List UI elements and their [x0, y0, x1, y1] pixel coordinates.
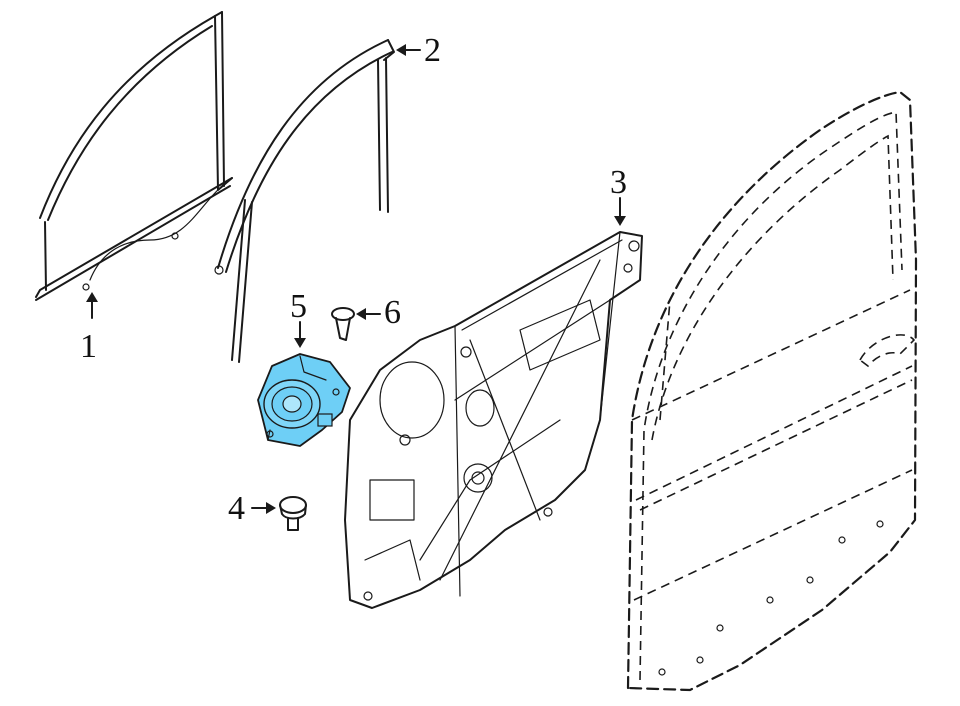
callout-4: 4 — [228, 490, 245, 527]
arrow-1 — [86, 292, 98, 319]
run-channel-part — [214, 39, 395, 363]
callout-5: 5 — [290, 288, 307, 325]
door-glass-part — [35, 11, 233, 301]
window-regulator-panel-part — [344, 231, 643, 609]
callout-3: 3 — [610, 164, 627, 201]
callout-6: 6 — [384, 294, 401, 331]
window-motor-part — [257, 353, 351, 447]
arrow-4 — [251, 502, 276, 514]
arrow-5 — [294, 321, 306, 348]
door-shell-outline — [626, 90, 918, 692]
callout-1: 1 — [80, 328, 97, 365]
arrow-2 — [396, 44, 421, 56]
callout-2: 2 — [424, 32, 441, 69]
screw-part — [331, 307, 355, 341]
arrow-3 — [614, 197, 626, 226]
arrow-6 — [356, 308, 381, 320]
bolt-part — [279, 496, 307, 531]
